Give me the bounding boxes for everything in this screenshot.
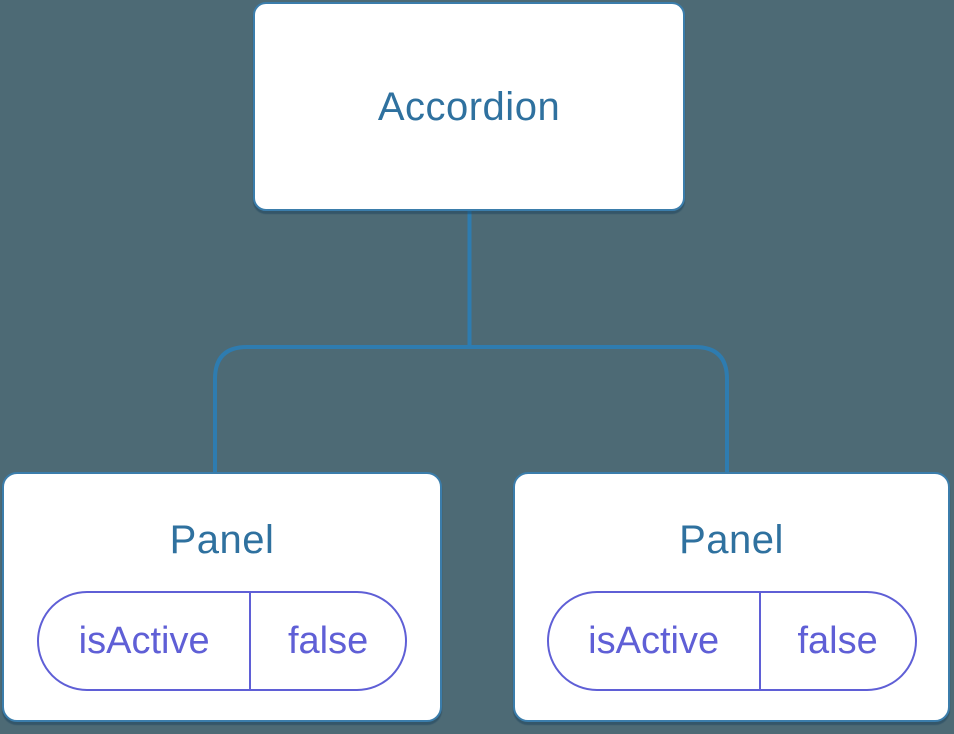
panel-node-right-label: Panel [679, 518, 784, 562]
state-value: false [287, 619, 369, 662]
accordion-node-label: Accordion [377, 84, 561, 129]
panel-left-state-pill: isActive false [37, 591, 407, 691]
panel-node-left: Panel isActive false [2, 472, 442, 722]
state-value: false [797, 619, 878, 662]
state-name: isActive [39, 593, 252, 689]
accordion-node: Accordion [253, 2, 685, 211]
panel-node-right: Panel isActive false [513, 472, 950, 722]
branch-bracket [213, 345, 729, 473]
panel-right-state-pill: isActive false [546, 591, 917, 691]
state-name: isActive [549, 593, 761, 689]
panel-node-left-label: Panel [169, 518, 275, 562]
